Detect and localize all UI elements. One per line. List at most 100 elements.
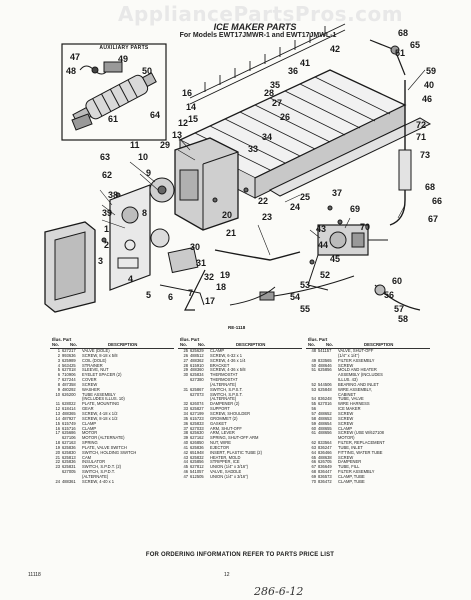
illus-number: 42	[183, 449, 188, 455]
ice-stripper	[268, 117, 432, 197]
part-description: ICE MAKER	[338, 406, 361, 412]
column-header: Illus. Part No. No. DESCRIPTION	[50, 337, 174, 349]
callout-number: 71	[416, 132, 426, 142]
part-description: SCREW	[82, 381, 98, 387]
callout-number: 24	[290, 202, 300, 212]
illus-number: 58	[311, 415, 316, 421]
callout-number: 2	[104, 240, 109, 250]
part-description: TUBE, VALVE	[338, 396, 364, 402]
callout-number: 11	[130, 140, 140, 150]
part-description: DAMPENER (2)	[210, 401, 240, 407]
ejector	[189, 23, 346, 105]
callout-number: 38	[108, 190, 118, 200]
illus-number: 29	[183, 367, 188, 373]
part-number: 625834	[190, 372, 204, 378]
part-description: DAMPENER	[338, 459, 362, 465]
wire-harness	[229, 275, 355, 306]
part-number: 625989	[62, 357, 76, 363]
part-description: NUT, WIRE	[210, 440, 231, 446]
callout-number: 56	[384, 290, 394, 300]
illus-number: 7	[57, 377, 60, 383]
illus-number: 52	[311, 381, 316, 387]
illus-number: 39	[183, 435, 188, 441]
illus-number: 25	[183, 348, 188, 353]
control-housing	[174, 137, 239, 231]
front-cover	[44, 221, 96, 313]
callout-number: 21	[226, 228, 236, 238]
callout-number: 34	[262, 132, 272, 142]
part-description: VALVE, SHUT-OFF	[338, 348, 374, 353]
part-number: 836649	[318, 464, 332, 470]
illus-number: 35	[183, 415, 188, 421]
part-description: STRAINER	[82, 362, 103, 368]
part-description: ASSEMBLY (INCLUDES	[338, 372, 383, 378]
illus-number: 5	[57, 367, 60, 373]
part-number: 625836	[62, 459, 76, 465]
callout-number: 59	[426, 66, 436, 76]
callout-number: 9	[146, 168, 151, 178]
table-row: (ALTERNATE)	[178, 382, 302, 388]
callout-number: 55	[300, 304, 310, 314]
part-number: 626074	[190, 401, 204, 407]
callout-number: 4	[128, 274, 133, 284]
callout-number: 43	[316, 224, 326, 234]
part-description: ILLUS. 43)	[338, 377, 358, 383]
illus-number: 41	[183, 444, 188, 450]
illus-number: 51	[311, 367, 316, 373]
illus-number: 54	[311, 396, 316, 402]
illus-number: 13	[55, 410, 60, 416]
callout-number: 31	[196, 258, 206, 268]
part-description: SLEEVE, NUT	[82, 367, 109, 373]
illus-number: 44	[183, 459, 188, 465]
callout-number: 15	[188, 114, 198, 124]
illus-number: 22	[55, 459, 60, 465]
table-row: ILLUS. 43)	[306, 377, 430, 383]
part-number: 541157	[318, 348, 332, 353]
part-description: THERMOSTAT	[210, 377, 238, 383]
illus-number: 4	[57, 362, 60, 368]
page-number: 12	[224, 572, 230, 578]
page-subtitle: For Models EWT17JMWR-1 and EWT17JMWL-1	[179, 32, 337, 39]
part-number: 487927	[62, 415, 76, 421]
part-description: SCREW	[338, 362, 354, 368]
part-number: 615716	[62, 425, 76, 431]
part-description: COIL (DOLE)	[82, 357, 107, 363]
callout-number: 23	[262, 212, 272, 222]
part-description: TUBE, FILL	[338, 464, 360, 470]
part-number: 615749	[62, 420, 76, 426]
part-description: SCREW, SHOULDER	[210, 410, 251, 416]
part-number: 625836	[62, 444, 76, 450]
callout-number: 42	[330, 44, 340, 54]
illus-number: 46	[183, 469, 188, 475]
illus-number: 53	[311, 386, 316, 392]
illus-number: 34	[183, 410, 188, 416]
part-number: 488365	[62, 410, 76, 416]
part-description: TUBE, INLET	[338, 444, 363, 450]
callout-number: 45	[330, 254, 340, 264]
callout-number: 63	[100, 152, 110, 162]
part-number: 627199	[190, 410, 204, 416]
part-description: SCREW, 8-18 x 1/2	[82, 415, 118, 421]
illus-number: 9	[57, 386, 60, 392]
part-number: 625686	[62, 430, 76, 436]
watermark: AppliancePartsPros.com	[118, 2, 404, 26]
part-description: SCREW, 4-36 x 5/8	[210, 367, 246, 373]
callout-number: 64	[150, 110, 160, 120]
